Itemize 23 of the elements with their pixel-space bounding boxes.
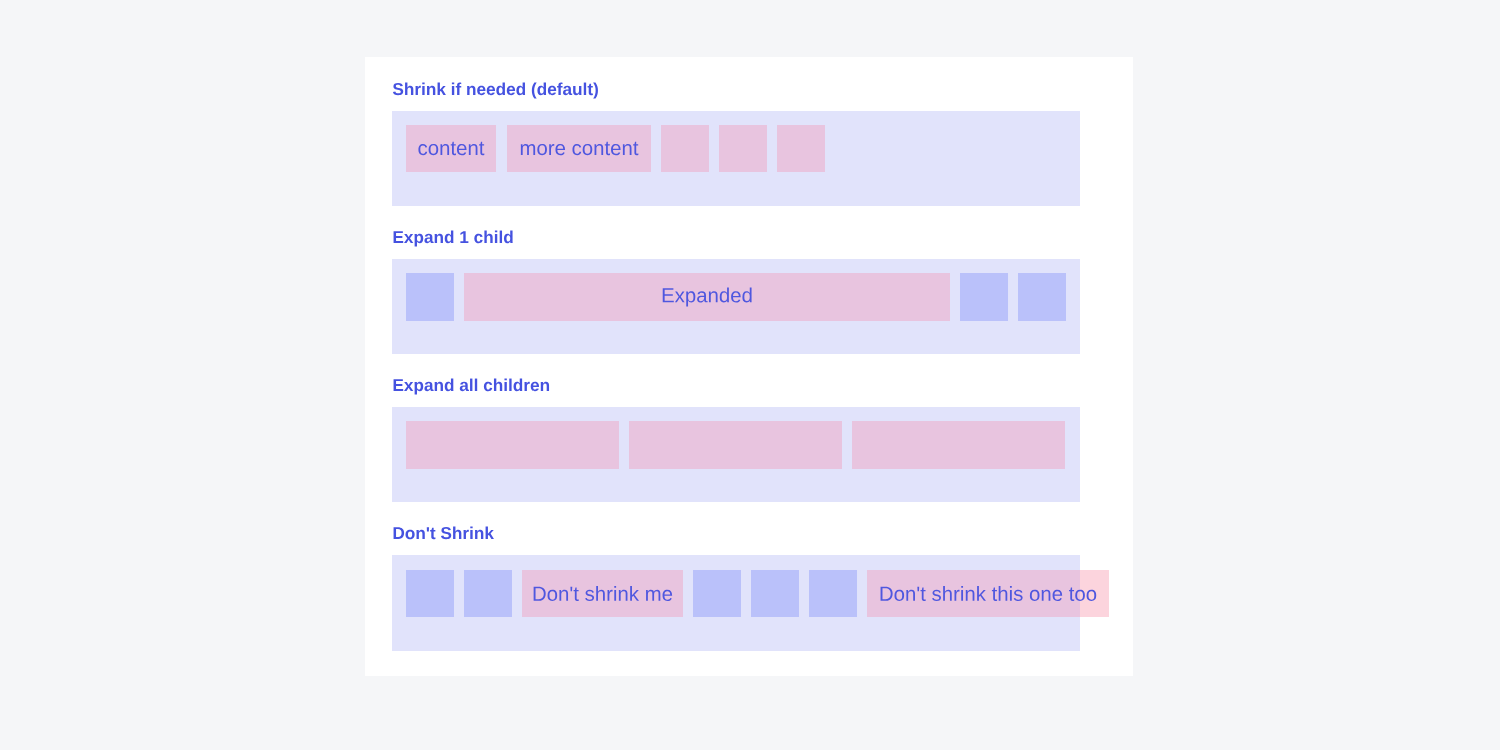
child-box [693, 570, 741, 617]
child-box: Expanded [464, 273, 950, 321]
child-box [719, 125, 767, 172]
child-box [464, 570, 512, 617]
child-box [751, 570, 799, 617]
child-box [852, 421, 1065, 469]
child-box [809, 570, 857, 617]
child-box: Don't shrink this one too [867, 570, 1109, 617]
child-box [406, 421, 619, 469]
child-box [406, 273, 454, 321]
section-heading: Expand all children [393, 378, 550, 395]
child-box [629, 421, 842, 469]
section-heading: Expand 1 child [393, 230, 513, 247]
child-box: more content [507, 125, 651, 172]
child-box [960, 273, 1008, 321]
child-box [406, 570, 454, 617]
child-box: Don't shrink me [522, 570, 683, 617]
child-box: content [406, 125, 496, 172]
child-box [777, 125, 825, 172]
child-box [1018, 273, 1066, 321]
child-box [661, 125, 709, 172]
section-heading: Shrink if needed (default) [392, 82, 598, 99]
section-heading: Don't Shrink [393, 526, 494, 540]
